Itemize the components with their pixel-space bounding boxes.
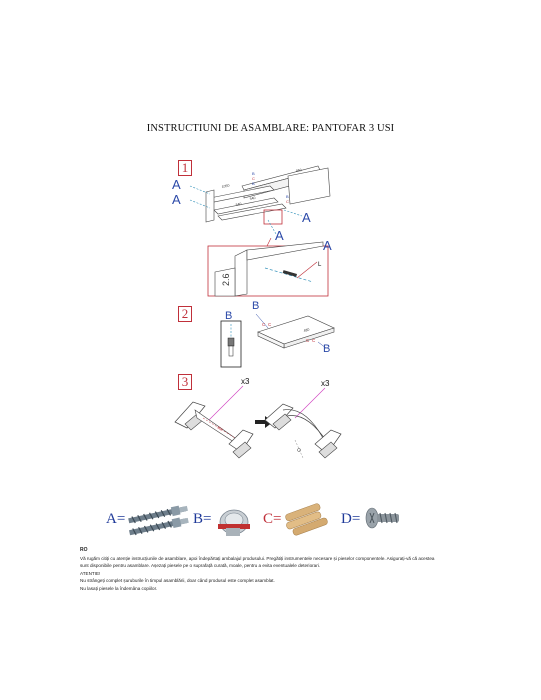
svg-text:C: C xyxy=(268,322,272,327)
step-number-1: 1 xyxy=(178,160,192,176)
step-number-3: 3 xyxy=(178,374,192,390)
svg-text:C: C xyxy=(252,176,255,181)
legend-letter-d: D= xyxy=(341,511,361,527)
notes-language: RO xyxy=(80,547,88,553)
callout-a-left-bottom: A xyxy=(172,192,181,207)
callout-a-detail: A xyxy=(323,238,332,253)
svg-text:1050: 1050 xyxy=(221,183,229,189)
quantity-x3-right: x3 xyxy=(321,379,330,388)
callout-a-right: A xyxy=(302,210,311,225)
svg-text:C: C xyxy=(312,338,316,343)
legend-label-d: D= xyxy=(341,511,360,528)
callout-a-bottom: A xyxy=(275,228,284,243)
cam-lock-icon xyxy=(218,509,250,536)
step-2-diagram: 480 C C C C xyxy=(255,313,335,349)
notes-line-1: Vă rugăm citiți cu atenție instrucțiunil… xyxy=(80,555,435,561)
step-1-diagram: 1050 460 540 540 B C B B C xyxy=(189,165,331,235)
callout-a-left-top: A xyxy=(172,177,181,192)
svg-text:C: C xyxy=(306,338,310,343)
detail-label: L xyxy=(318,262,322,268)
svg-text:540: 540 xyxy=(249,196,256,201)
legend-label-a: A= xyxy=(106,511,125,528)
callout-b-bottom: B xyxy=(323,343,331,355)
svg-text:C: C xyxy=(262,322,266,327)
legend-letter-b: B= xyxy=(193,511,212,527)
svg-text:300: 300 xyxy=(216,425,223,432)
wooden-dowel-icon xyxy=(285,503,328,536)
svg-text:460: 460 xyxy=(295,168,301,173)
notes-line-2: sunt disponibile pentru asamblare. Așeza… xyxy=(80,563,321,568)
svg-text:480: 480 xyxy=(303,327,310,332)
quantity-x3-left: x3 xyxy=(241,377,250,386)
notes-warning: ATENTIE! xyxy=(80,570,101,576)
assembly-notes: RO Vă rugăm citiți cu atenție instrucțiu… xyxy=(80,547,480,592)
notes-line-4: Nu strângeți complet șuruburile în timpu… xyxy=(80,578,275,583)
page-title: INSTRUCTIUNI DE ASAMBLARE: PANTOFAR 3 US… xyxy=(146,123,395,134)
step-1-detail: 2.6 xyxy=(207,238,329,297)
callout-b-inset: B xyxy=(225,310,233,322)
svg-text:B: B xyxy=(252,181,255,186)
callout-b-top: B xyxy=(252,300,260,312)
step-3-diagram: 300 xyxy=(174,385,342,459)
svg-text:B: B xyxy=(252,171,255,176)
legend-letter-a: A= xyxy=(106,511,126,527)
step-number-2: 2 xyxy=(178,306,192,322)
screw-icon xyxy=(365,507,399,529)
legend-label-b: B= xyxy=(193,511,211,528)
svg-text:540: 540 xyxy=(235,202,242,207)
svg-text:2.6: 2.6 xyxy=(221,273,231,286)
legend-letter-c: C= xyxy=(263,511,282,527)
notes-line-5: Nu lasați piesele la îndemâna copiilor. xyxy=(80,585,158,591)
svg-text:C: C xyxy=(286,199,289,204)
svg-text:B: B xyxy=(286,194,289,199)
legend-label-c: C= xyxy=(263,511,281,528)
cam-bolt-icon xyxy=(128,505,189,536)
step-2-inset xyxy=(220,320,242,368)
